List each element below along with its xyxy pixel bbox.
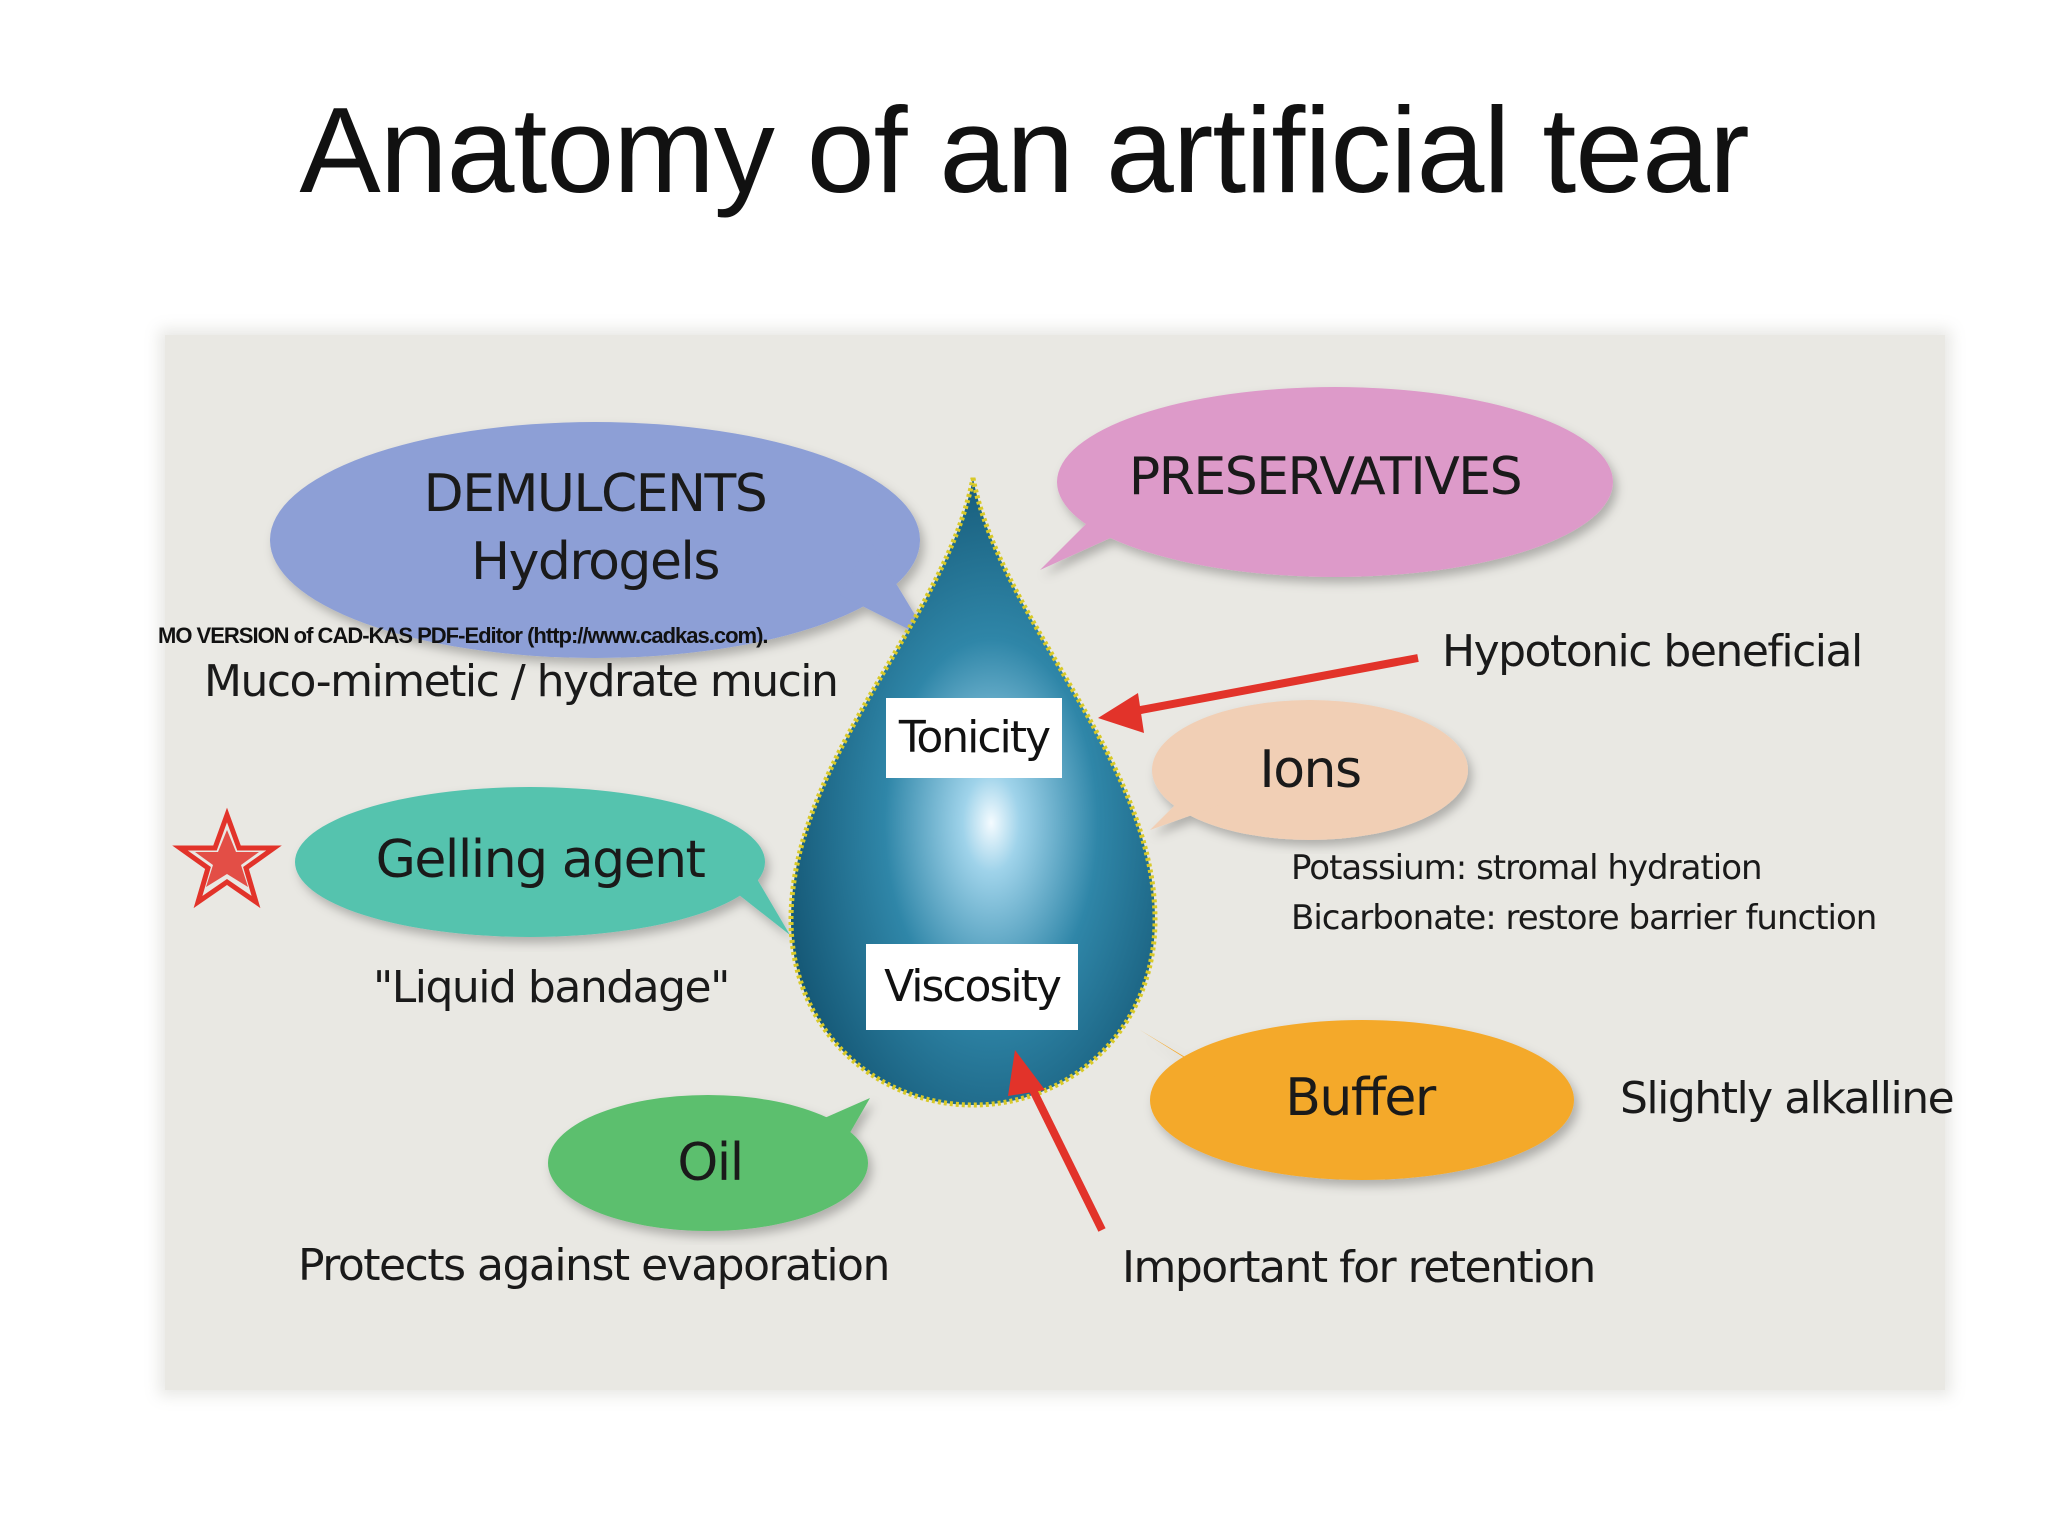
star-icon [172, 807, 282, 909]
ions-bicarbonate-note: Bicarbonate: restore barrier function [1291, 898, 1877, 938]
gelling-agent-bubble [295, 787, 790, 937]
demulcents-bubble [270, 422, 930, 658]
demulcents-note: Muco-mimetic / hydrate mucin [204, 656, 839, 707]
tonicity-note: Hypotonic beneficial [1442, 626, 1863, 677]
buffer-title: Buffer [1285, 1068, 1436, 1128]
oil-title: Oil [677, 1133, 744, 1193]
tonicity-label: Tonicity [886, 698, 1062, 778]
buffer-note: Slightly alkalline [1620, 1073, 1955, 1124]
page-title: Anatomy of an artificial tear [299, 82, 1749, 218]
buffer-bubble [1140, 1020, 1574, 1180]
ions-title: Ions [1259, 740, 1362, 800]
demulcents-title: DEMULCENTS [423, 464, 768, 524]
viscosity-note: Important for retention [1122, 1242, 1596, 1293]
tonicity-arrow [1098, 654, 1419, 733]
oil-note: Protects against evaporation [298, 1240, 890, 1291]
demulcents-subtitle: Hydrogels [471, 532, 720, 592]
watermark-text: MO VERSION of CAD-KAS PDF-Editor (http:/… [158, 623, 769, 648]
oil-bubble [548, 1095, 870, 1231]
ions-bubble [1150, 700, 1468, 840]
gelling-agent-title: Gelling agent [375, 830, 706, 890]
ions-potassium-note: Potassium: stromal hydration [1291, 848, 1763, 888]
preservatives-bubble [1040, 387, 1613, 577]
viscosity-label: Viscosity [866, 944, 1078, 1030]
preservatives-title: PRESERVATIVES [1128, 447, 1523, 507]
gelling-note: "Liquid bandage" [373, 962, 730, 1013]
viscosity-arrow [1008, 1050, 1106, 1232]
